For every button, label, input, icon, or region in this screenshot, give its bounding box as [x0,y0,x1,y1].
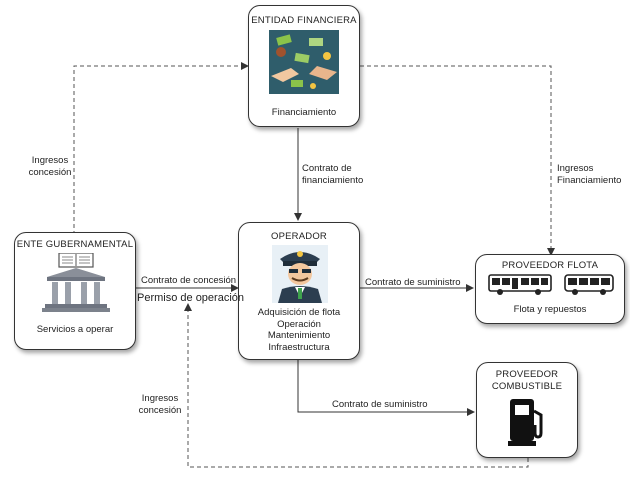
operator-driver-icon [272,245,328,303]
edge-ingresos-concesion-bottom [184,303,529,468]
label-line: Ingresos [31,155,69,166]
node-ente-gubernamental: ENTE GUBERNAMENTAL Servicios a operar [14,232,136,350]
node-proveedor-flota: PROVEEDOR FLOTA Flota y repuestos [475,254,625,324]
government-building-icon [42,253,110,312]
edge-ingresos-concesion-top [73,62,249,235]
operador-functions: Adquisición de flota Operación Mantenimi… [239,307,359,353]
label-permiso-operacion: Permiso de operación [137,292,245,304]
node-proveedor-combustible: PROVEEDOR COMBUSTIBLE [476,362,578,458]
node-title: OPERADOR [271,231,327,242]
label-line: Ingresos [141,393,179,404]
operador-line: Adquisición de flota [257,307,341,318]
label-ingresos-concesion-bottom: Ingresos concesión [136,393,184,417]
operador-line: Operación [277,318,321,330]
fuel-pump-icon [508,399,543,446]
node-subtitle: Servicios a operar [36,324,114,335]
node-title: COMBUSTIBLE [491,381,563,392]
label-line: Ingresos [557,163,594,174]
label-contrato-concesion: Contrato de concesión [141,275,237,286]
label-line: concesión [28,167,72,178]
operador-line: Mantenimiento [267,330,331,341]
edge-contrato-suministro-combustible [297,360,475,416]
label-line: Contrato de [302,163,352,174]
node-operador: OPERADOR Adquisición de flota Operación … [238,222,360,360]
operador-line: Infraestructura [268,341,330,353]
label-contrato-suministro-flota: Contrato de suministro [365,277,461,288]
label-line: financiamiento [302,175,364,186]
bus-icon [488,274,552,295]
money-exchange-icon [269,30,339,94]
bus-icon [564,274,614,295]
edge-ingresos-financiamiento [360,65,555,256]
node-subtitle: Flota y repuestos [513,304,587,315]
label-line: concesión [138,405,182,416]
node-entidad-financiera: ENTIDAD FINANCIERA Financiamiento [248,5,360,127]
label-ingresos-financiamiento: Ingresos Financiamiento [557,163,621,187]
node-title: ENTE GUBERNAMENTAL [16,239,134,250]
label-contrato-financiamiento: Contrato de financiamiento [302,163,363,187]
node-title: PROVEEDOR FLOTA [501,260,599,271]
node-title: ENTIDAD FINANCIERA [251,15,357,26]
label-contrato-suministro-combustible: Contrato de suministro [332,399,428,410]
node-title: PROVEEDOR [495,369,559,380]
node-subtitle: Financiamiento [271,107,337,118]
label-ingresos-concesion-top: Ingresos concesión [26,155,74,179]
label-line: Financiamiento [557,175,622,186]
